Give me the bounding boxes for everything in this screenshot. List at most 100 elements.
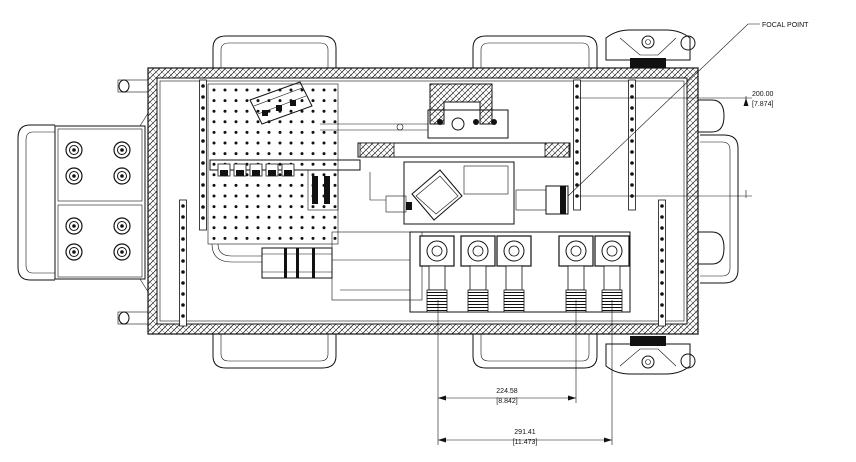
detector-aperture <box>570 245 582 257</box>
rail-hole <box>660 281 664 285</box>
rail-hole <box>181 259 185 263</box>
breadboard <box>207 83 339 263</box>
breadboard-hole <box>234 152 238 156</box>
breadboard-hole <box>234 88 238 92</box>
connector-inner <box>69 221 79 231</box>
rail-hole <box>575 84 579 88</box>
connector-pin <box>120 174 124 178</box>
breadboard-hole <box>212 173 216 177</box>
focal-point-label: FOCAL POINT <box>762 22 809 29</box>
breadboard-hole <box>212 88 216 92</box>
breadboard-hole <box>212 236 216 240</box>
rail-hole <box>630 150 634 154</box>
breadboard-hole <box>212 130 216 134</box>
right-casters <box>605 29 725 375</box>
rail-hole <box>181 204 185 208</box>
connector-pin <box>72 250 76 254</box>
breadboard-hole <box>289 152 293 156</box>
right-side-handle <box>700 134 739 284</box>
rail-hole <box>201 117 205 121</box>
breadboard-hole <box>322 205 326 209</box>
breadboard-hole <box>289 88 293 92</box>
detector-lens <box>467 240 489 262</box>
breadboard-hole <box>212 205 216 209</box>
detector-heatsink <box>467 289 489 313</box>
rail-hole <box>630 161 634 165</box>
breadboard-hole <box>234 141 238 145</box>
rail-bar <box>628 79 636 211</box>
rail-hole <box>181 248 185 252</box>
breadboard-hole <box>256 152 260 156</box>
breadboard-hole <box>212 120 216 124</box>
rail-hole <box>181 270 185 274</box>
dim-200-inch: [7.874] <box>752 101 773 108</box>
breadboard-hole <box>245 88 249 92</box>
breadboard-hole <box>311 226 315 230</box>
breadboard-hole <box>223 130 227 134</box>
detector-neck <box>505 265 523 291</box>
breadboard-hole <box>333 236 337 240</box>
breadboard-hole <box>322 141 326 145</box>
breadboard-hole <box>245 99 249 103</box>
detector-lens <box>503 240 525 262</box>
breadboard-hole <box>223 205 227 209</box>
breadboard-hole <box>234 120 238 124</box>
breadboard-hole <box>245 205 249 209</box>
breadboard-hole <box>333 194 337 198</box>
rail-hole <box>630 106 634 110</box>
dim-224-inch: [8.842] <box>496 398 517 405</box>
breadboard-hole <box>278 173 282 177</box>
breadboard-hole <box>223 109 227 113</box>
dimension-lines <box>437 96 752 445</box>
connector-pin <box>120 224 124 228</box>
breadboard-hole <box>289 183 293 187</box>
breadboard-hole <box>289 236 293 240</box>
central-mount <box>320 83 509 139</box>
breadboard-hole <box>322 226 326 230</box>
breadboard-hole <box>278 99 282 103</box>
breadboard-hole <box>289 120 293 124</box>
breadboard-hole <box>245 236 249 240</box>
rail-hole <box>630 139 634 143</box>
breadboard-hole <box>245 120 249 124</box>
breadboard-hole <box>234 215 238 219</box>
connector-panel <box>54 108 151 297</box>
optical-rail <box>209 159 361 211</box>
breadboard-hole <box>300 162 304 166</box>
connector-inner <box>117 145 127 155</box>
breadboard-hole <box>311 141 315 145</box>
breadboard-hole <box>311 173 315 177</box>
rail-hole <box>181 226 185 230</box>
rail-hole <box>660 270 664 274</box>
breadboard-hole <box>300 226 304 230</box>
angled-mount <box>249 81 313 125</box>
breadboard-hole <box>300 130 304 134</box>
breadboard-hole <box>223 183 227 187</box>
breadboard-hole <box>278 152 282 156</box>
breadboard-hole <box>212 109 216 113</box>
detector-array <box>409 231 631 313</box>
rail-hole <box>660 303 664 307</box>
breadboard-hole <box>267 88 271 92</box>
rail-hole <box>181 314 185 318</box>
rail-hole <box>660 204 664 208</box>
rail-hole <box>660 259 664 263</box>
breadboard-hole <box>278 120 282 124</box>
breadboard-hole <box>300 99 304 103</box>
detector-neck <box>603 265 621 291</box>
breadboard-hole <box>223 226 227 230</box>
breadboard-hole <box>256 215 260 219</box>
connector-inner <box>117 221 127 231</box>
rail-hole <box>660 292 664 296</box>
rail-hole <box>201 150 205 154</box>
detector-aperture <box>508 245 520 257</box>
slider-screw <box>220 170 228 176</box>
rail-hole <box>630 84 634 88</box>
rail-hole <box>660 215 664 219</box>
detector-heatsink <box>426 289 448 313</box>
breadboard-hole <box>267 236 271 240</box>
rail-hole <box>201 216 205 220</box>
breadboard-hole <box>289 205 293 209</box>
connector-pin <box>72 224 76 228</box>
